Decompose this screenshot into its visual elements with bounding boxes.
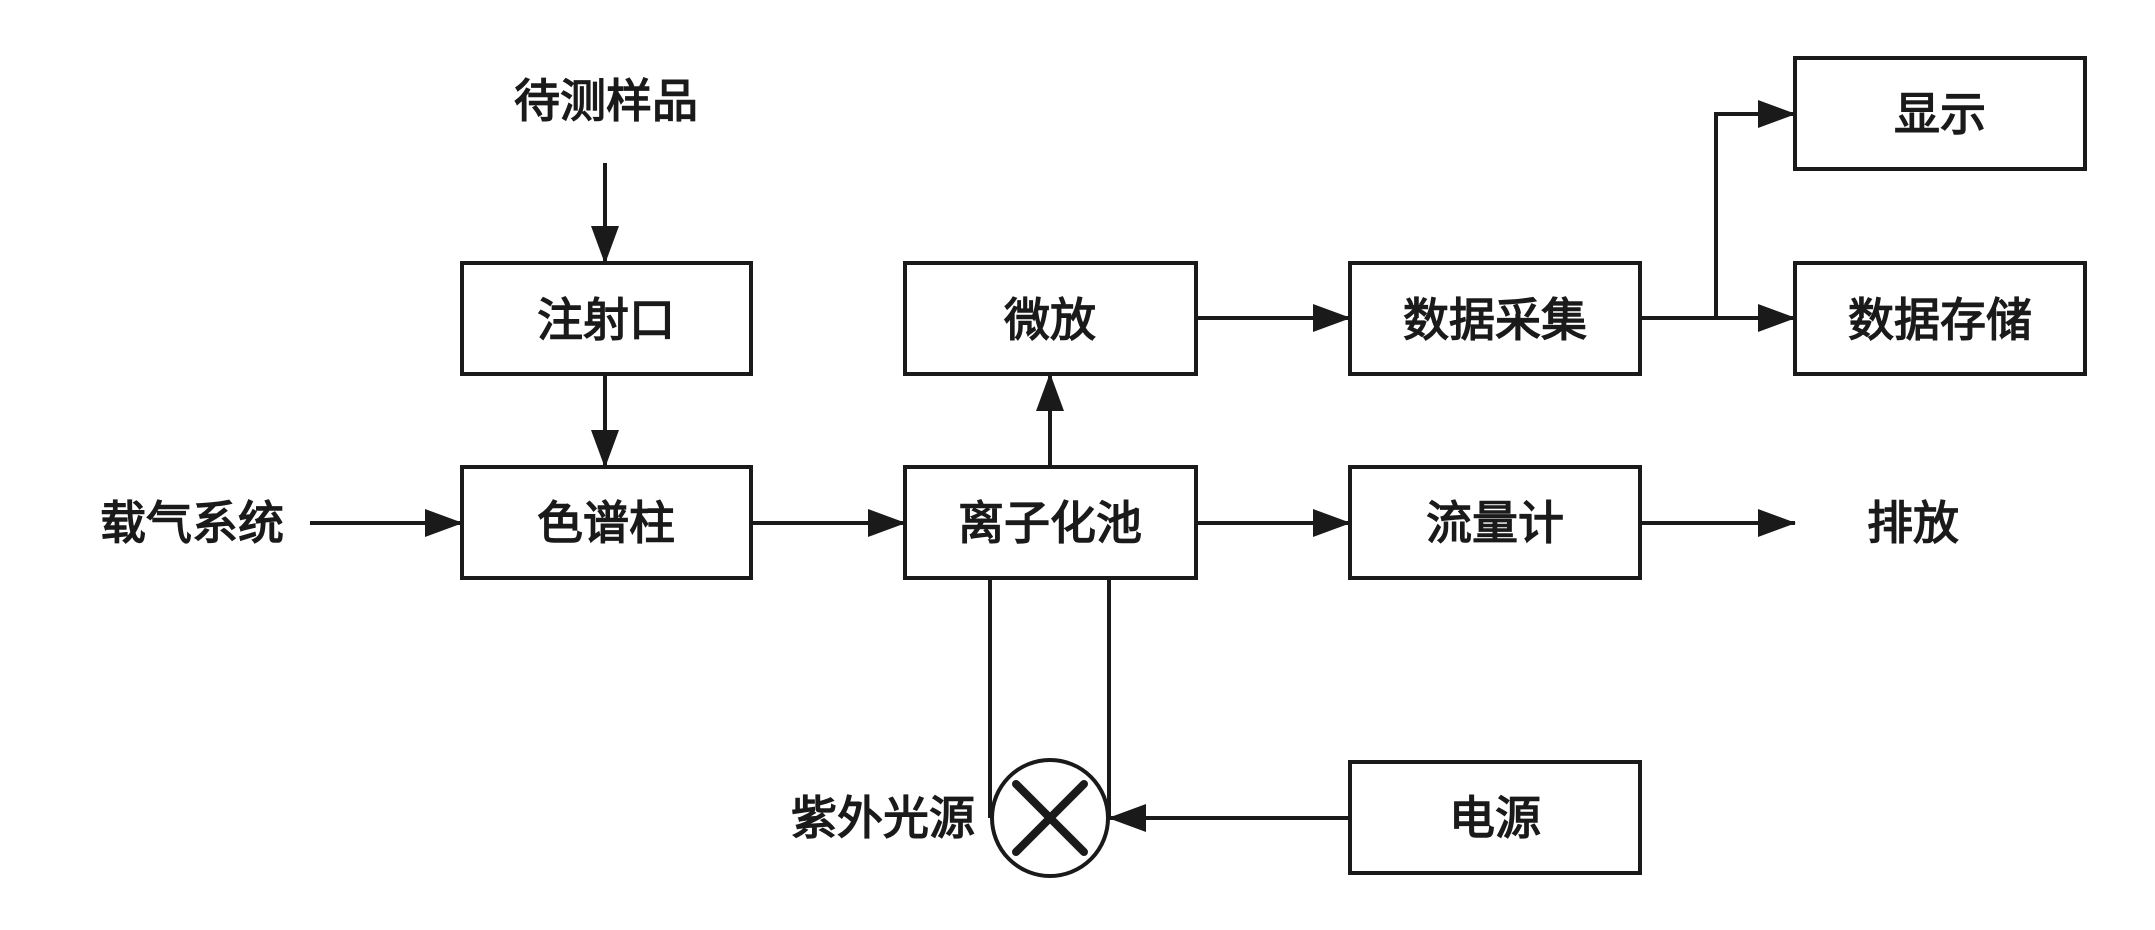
edges (310, 100, 1796, 832)
node-data-acquisition-label: 数据采集 (1403, 293, 1587, 347)
node-power-supply-label: 电源 (1449, 791, 1541, 845)
node-ionization-cell: 离子化池 (903, 465, 1198, 580)
node-uv-lamp-label: 紫外光源 (791, 791, 975, 845)
node-column: 色谱柱 (460, 465, 753, 580)
node-data-storage: 数据存储 (1793, 261, 2087, 376)
circle-cross-icon (990, 758, 1110, 878)
node-amplifier: 微放 (903, 261, 1198, 376)
node-carrier-gas-label: 载气系统 (100, 496, 284, 550)
node-flowmeter: 流量计 (1348, 465, 1642, 580)
node-ionization-cell-label: 离子化池 (958, 496, 1142, 550)
node-injector-label: 注射口 (537, 293, 675, 347)
node-column-label: 色谱柱 (537, 496, 675, 550)
node-sample-label: 待测样品 (514, 74, 698, 128)
node-exhaust-label: 排放 (1867, 496, 1959, 550)
node-display: 显示 (1793, 56, 2087, 171)
node-flowmeter-label: 流量计 (1426, 496, 1564, 550)
edge-daq-display (1714, 100, 1796, 318)
node-power-supply: 电源 (1348, 760, 1642, 875)
node-amplifier-label: 微放 (1003, 293, 1096, 347)
node-data-storage-label: 数据存储 (1848, 293, 2032, 347)
node-display-label: 显示 (1894, 87, 1986, 141)
node-injector: 注射口 (460, 261, 753, 376)
node-data-acquisition: 数据采集 (1348, 261, 1642, 376)
